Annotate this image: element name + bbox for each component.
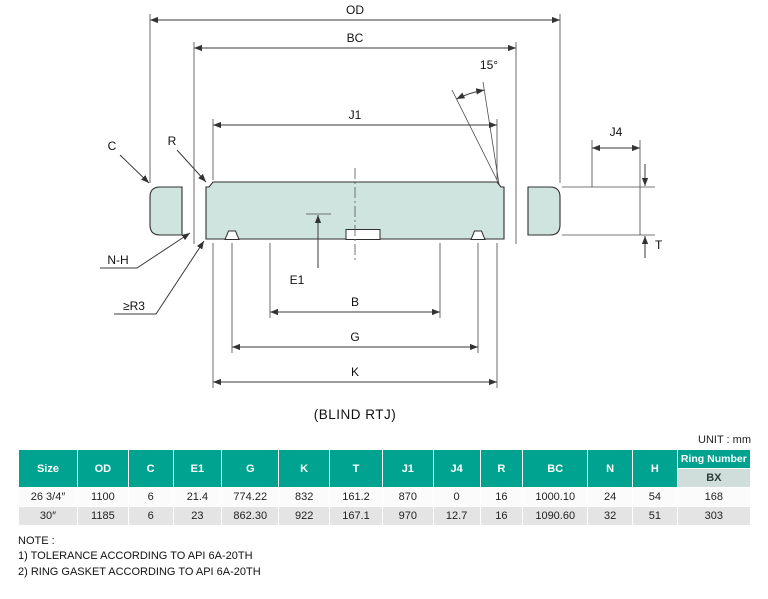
cell-e1: 23 — [172, 506, 223, 526]
cell-t: 161.2 — [329, 487, 383, 507]
note-item-1: 1) TOLERANCE ACCORDING TO API 6A-20TH — [18, 550, 253, 563]
flange-left-rim — [149, 186, 183, 236]
dim-t-label: T — [655, 238, 663, 252]
dim-t: T — [641, 164, 663, 258]
dim-j1-label: J1 — [349, 108, 362, 122]
notes-title: NOTE : — [18, 535, 55, 547]
dim-r-label: R — [168, 134, 177, 148]
dim-b: B — [269, 243, 441, 318]
col-header-od: OD — [76, 449, 129, 488]
dim-n-h: N-H — [100, 232, 191, 269]
dim-g: G — [231, 243, 479, 353]
col-header-e1: E1 — [172, 449, 223, 488]
cell-r: 16 — [479, 487, 524, 507]
cell-k: 922 — [278, 506, 331, 526]
dim-n-h-label: N-H — [107, 253, 128, 267]
cell-c: 6 — [127, 506, 174, 526]
dim-r3-label: ≥R3 — [123, 299, 145, 313]
cell-n: 32 — [587, 506, 633, 526]
col-header-j1: J1 — [381, 449, 434, 488]
dim-angle: 15° — [451, 58, 500, 185]
spec-table: Size OD C E1 G K T J1 J4 R BC N H Ring N… — [18, 449, 752, 526]
col-header-r: R — [479, 449, 524, 488]
col-header-k: K — [278, 449, 331, 488]
dim-j4-label: J4 — [610, 125, 623, 139]
ring-groove-left — [224, 230, 240, 240]
dim-g-label: G — [350, 330, 359, 344]
cell-c: 6 — [127, 487, 174, 507]
col-header-h: H — [631, 449, 678, 488]
cell-size: 26 3/4″ — [18, 487, 78, 507]
unit-label: UNIT : mm — [698, 434, 751, 446]
dim-c-label: C — [108, 139, 117, 153]
center-recess — [345, 229, 381, 240]
cell-od: 1100 — [76, 487, 129, 507]
cell-od: 1185 — [76, 506, 129, 526]
flange-right-rim — [527, 186, 561, 236]
col-header-size: Size — [18, 449, 78, 488]
dim-bc: BC — [193, 31, 517, 244]
notes: NOTE : 1) TOLERANCE ACCORDING TO API 6A-… — [18, 534, 768, 580]
dim-k-label: K — [351, 365, 359, 379]
cell-t: 167.1 — [329, 506, 383, 526]
cell-j1: 970 — [381, 506, 434, 526]
table-row-30: 30″ 1185 6 23 862.30 922 167.1 970 12.7 … — [18, 506, 752, 526]
cell-r: 16 — [479, 506, 524, 526]
flange-drawing: OD BC 15° J1 J4 T C — [100, 3, 663, 422]
cell-h: 51 — [631, 506, 678, 526]
dim-b-label: B — [351, 295, 359, 309]
col-header-c: C — [127, 449, 174, 488]
subheader-row: BX — [19, 468, 752, 488]
col-header-n: N — [587, 449, 633, 488]
cell-e1: 21.4 — [172, 487, 223, 507]
col-subheader-bx: BX — [676, 468, 752, 488]
dim-e1: E1 — [290, 213, 331, 287]
col-header-j4: J4 — [432, 449, 481, 488]
dim-bc-label: BC — [347, 31, 364, 45]
dim-r3: ≥R3 — [114, 240, 205, 315]
col-header-g: G — [221, 449, 280, 488]
cell-g: 774.22 — [221, 487, 280, 507]
header-row: Size OD C E1 G K T J1 J4 R BC N H Ring N… — [18, 449, 752, 488]
dim-c: C — [108, 139, 150, 184]
cell-bx: 168 — [676, 487, 752, 507]
col-header-bc: BC — [522, 449, 589, 488]
dim-j1: J1 — [212, 108, 498, 180]
cell-size: 30″ — [18, 506, 78, 526]
dim-od: OD — [149, 3, 561, 183]
cell-j4: 12.7 — [432, 506, 481, 526]
cell-g: 862.30 — [221, 506, 280, 526]
ring-groove-right — [470, 230, 486, 240]
dim-j4: J4 — [562, 125, 655, 236]
cell-k: 832 — [278, 487, 331, 507]
col-header-t: T — [329, 449, 383, 488]
table-row-26-3-4: 26 3/4″ 1100 6 21.4 774.22 832 161.2 870… — [18, 487, 752, 507]
cell-bx: 303 — [676, 506, 752, 526]
dim-angle-label: 15° — [480, 58, 498, 72]
col-header-ring-number: Ring Number — [676, 449, 752, 469]
dim-r: R — [168, 134, 207, 183]
dim-k: K — [212, 243, 498, 388]
cell-n: 24 — [587, 487, 633, 507]
cell-j1: 870 — [381, 487, 434, 507]
cell-j4: 0 — [432, 487, 481, 507]
flange-section — [149, 168, 561, 262]
note-item-2: 2) RING GASKET ACCORDING TO API 6A-20TH — [18, 565, 261, 578]
cell-bc: 1000.10 — [522, 487, 589, 507]
drawing-caption: (BLIND RTJ) — [314, 407, 397, 422]
cell-h: 54 — [631, 487, 678, 507]
cell-bc: 1090.60 — [522, 506, 589, 526]
dim-od-label: OD — [346, 3, 364, 17]
dim-e1-label: E1 — [290, 273, 305, 287]
